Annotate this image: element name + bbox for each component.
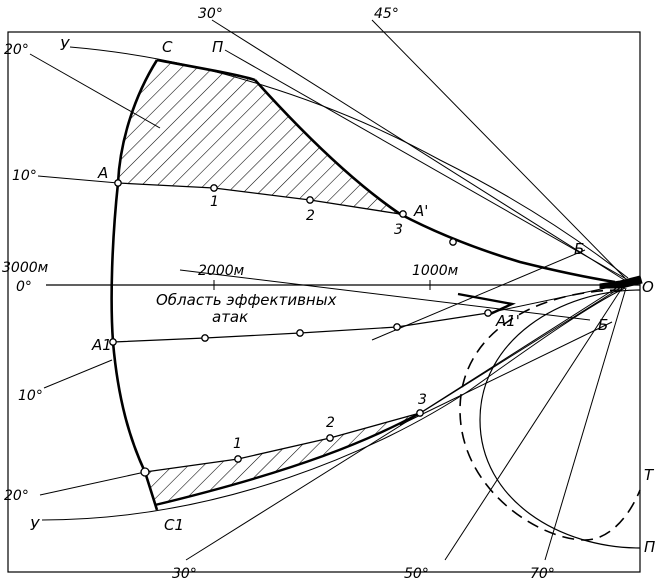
point-upper-extra xyxy=(449,238,457,246)
label-point-top-3: 3 xyxy=(394,222,403,238)
angle-label-bottom-70: 70° xyxy=(530,566,555,582)
point-bottom-3 xyxy=(416,409,424,417)
line-a1-a1-prime xyxy=(112,312,489,343)
point-bottom-start xyxy=(140,467,150,477)
label-c: C xyxy=(162,38,173,56)
label-a: A xyxy=(97,164,108,182)
label-point-bottom-2: 2 xyxy=(326,415,335,431)
line-o-to-point3 xyxy=(419,286,619,414)
label-t: Т xyxy=(644,466,655,484)
bearing-line-10-top xyxy=(37,175,119,184)
label-b-top: Б xyxy=(574,240,584,258)
point-a-prime xyxy=(399,210,407,218)
angle-label-left-0: 0° xyxy=(16,279,32,295)
angle-label-top-45: 45° xyxy=(374,6,399,22)
distance-label-1000: 1000м xyxy=(412,263,459,279)
label-point-bottom-3: 3 xyxy=(418,392,427,408)
angle-label-bottom-30: 30° xyxy=(172,566,197,582)
point-mid-2 xyxy=(296,329,304,337)
bearing-line-50-bottom xyxy=(444,287,623,561)
bearing-line-10-bottom xyxy=(43,359,113,389)
bearing-line-20-bottom xyxy=(39,471,146,496)
line-a-a-prime xyxy=(117,182,401,215)
distance-label-2000: 2000м xyxy=(198,263,245,279)
bearing-line-70-bottom xyxy=(544,287,627,561)
hatched-area-top xyxy=(118,60,400,214)
angle-label-left-20-bottom: 20° xyxy=(4,488,29,504)
label-b-bottom: Б xyxy=(598,316,608,334)
marker-points xyxy=(109,179,492,477)
frame xyxy=(7,31,641,573)
point-top-1 xyxy=(210,184,218,192)
inner-boundary-lower xyxy=(154,411,421,507)
b-line-bottom xyxy=(179,269,591,321)
target-o-shape xyxy=(599,275,643,289)
point-mid-1 xyxy=(201,334,209,342)
point-a1-prime xyxy=(484,309,492,317)
y-curve-bottom xyxy=(41,287,626,521)
label-p-top: П xyxy=(212,38,223,56)
point-a xyxy=(114,179,122,187)
distance-label-3000: 3000м xyxy=(2,260,49,276)
inner-boundary-upper xyxy=(254,79,616,284)
label-y-bottom: У xyxy=(30,516,40,534)
dashed-circle-arc xyxy=(459,289,641,541)
label-c1: C1 xyxy=(164,516,184,534)
label-a-prime: A' xyxy=(413,202,428,220)
hatched-area-bottom xyxy=(145,413,420,505)
area-caption-line2: атак xyxy=(212,308,248,326)
point-top-2 xyxy=(306,196,314,204)
label-a1-prime: A1' xyxy=(495,312,520,330)
label-point-bottom-1: 1 xyxy=(233,436,242,452)
angle-label-top-30: 30° xyxy=(198,6,223,22)
bearing-line-45-top xyxy=(371,19,626,279)
line-bottom-points xyxy=(144,412,421,473)
outer-boundary xyxy=(110,59,159,511)
label-a1: A1 xyxy=(91,336,112,354)
area-caption-line1: Область эффективных xyxy=(156,291,337,309)
label-o: O xyxy=(642,278,654,296)
angle-label-left-10-top: 10° xyxy=(12,168,37,184)
point-bottom-2 xyxy=(326,434,334,442)
angle-label-left-20-top: 20° xyxy=(4,42,29,58)
angle-label-bottom-50: 50° xyxy=(404,566,429,582)
label-p-bottom: П xyxy=(644,538,655,556)
top-boundary-curve xyxy=(156,58,256,82)
solid-circle-arc xyxy=(479,289,641,549)
label-y-top: У xyxy=(60,36,70,54)
bearing-line-20-top xyxy=(29,53,161,129)
point-bottom-1 xyxy=(234,455,242,463)
y-curve-top xyxy=(69,46,629,279)
point-mid-3 xyxy=(393,323,401,331)
label-point-top-1: 1 xyxy=(210,194,219,210)
label-point-top-2: 2 xyxy=(306,208,315,224)
point-a1 xyxy=(109,338,117,346)
p-line-top xyxy=(224,49,629,281)
angle-label-left-10-bottom: 10° xyxy=(18,388,43,404)
lower-ray xyxy=(399,321,613,426)
bearing-line-30-top xyxy=(211,19,627,282)
